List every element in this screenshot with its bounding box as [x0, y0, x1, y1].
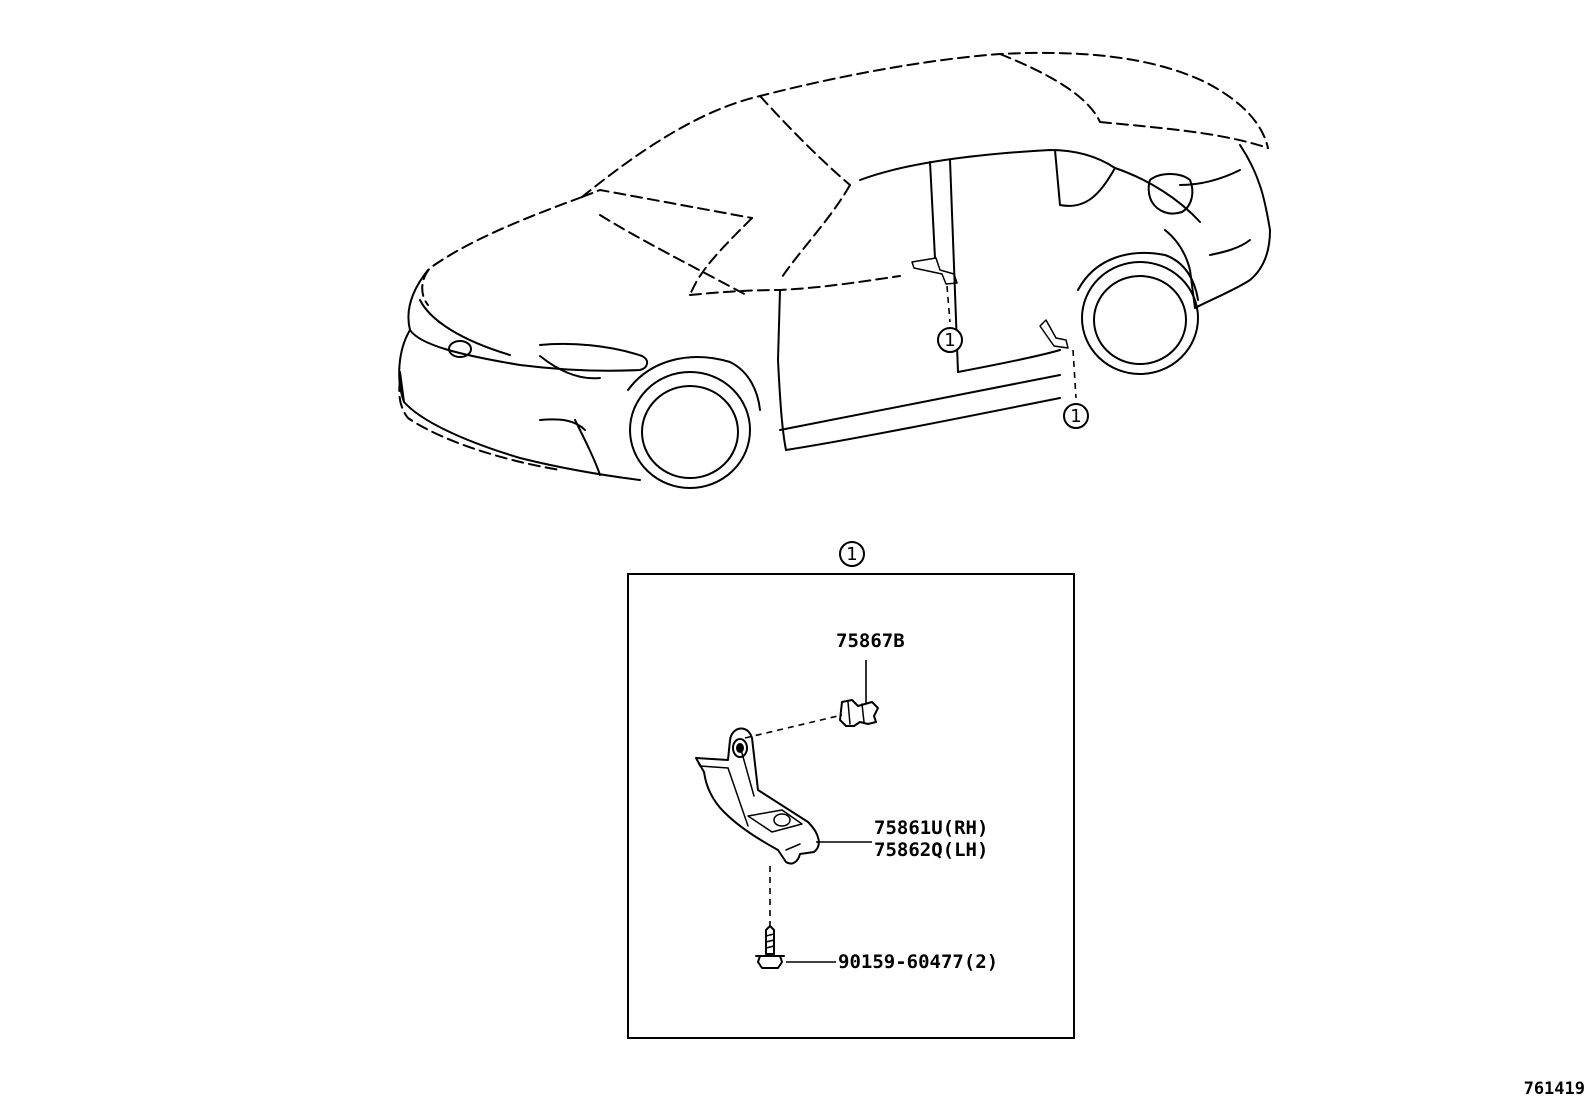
detail-box [627, 573, 1075, 1039]
car-illustration: 1 1 [398, 51, 1271, 489]
svg-text:1: 1 [944, 330, 955, 351]
part-label-clip: 75867B [836, 630, 905, 652]
svg-text:1: 1 [846, 544, 857, 565]
bracket-part: 75861U(RH) 75862Q(LH) [695, 727, 988, 865]
part-label-bracket-rh: 75861U(RH) [874, 817, 988, 839]
part-label-bracket-lh: 75862Q(LH) [874, 839, 988, 861]
clip-part: 75867B [836, 630, 905, 727]
callout-marker-upper: 1 [937, 327, 963, 353]
detail-callout: 1 [839, 541, 865, 567]
svg-text:1: 1 [1070, 406, 1081, 427]
part-label-screw: 90159-60477(2) [838, 951, 998, 973]
screw-part: 90159-60477(2) [755, 925, 998, 973]
callout-marker-lower: 1 [1063, 403, 1089, 429]
diagram-id: 761419 [1524, 1079, 1585, 1099]
